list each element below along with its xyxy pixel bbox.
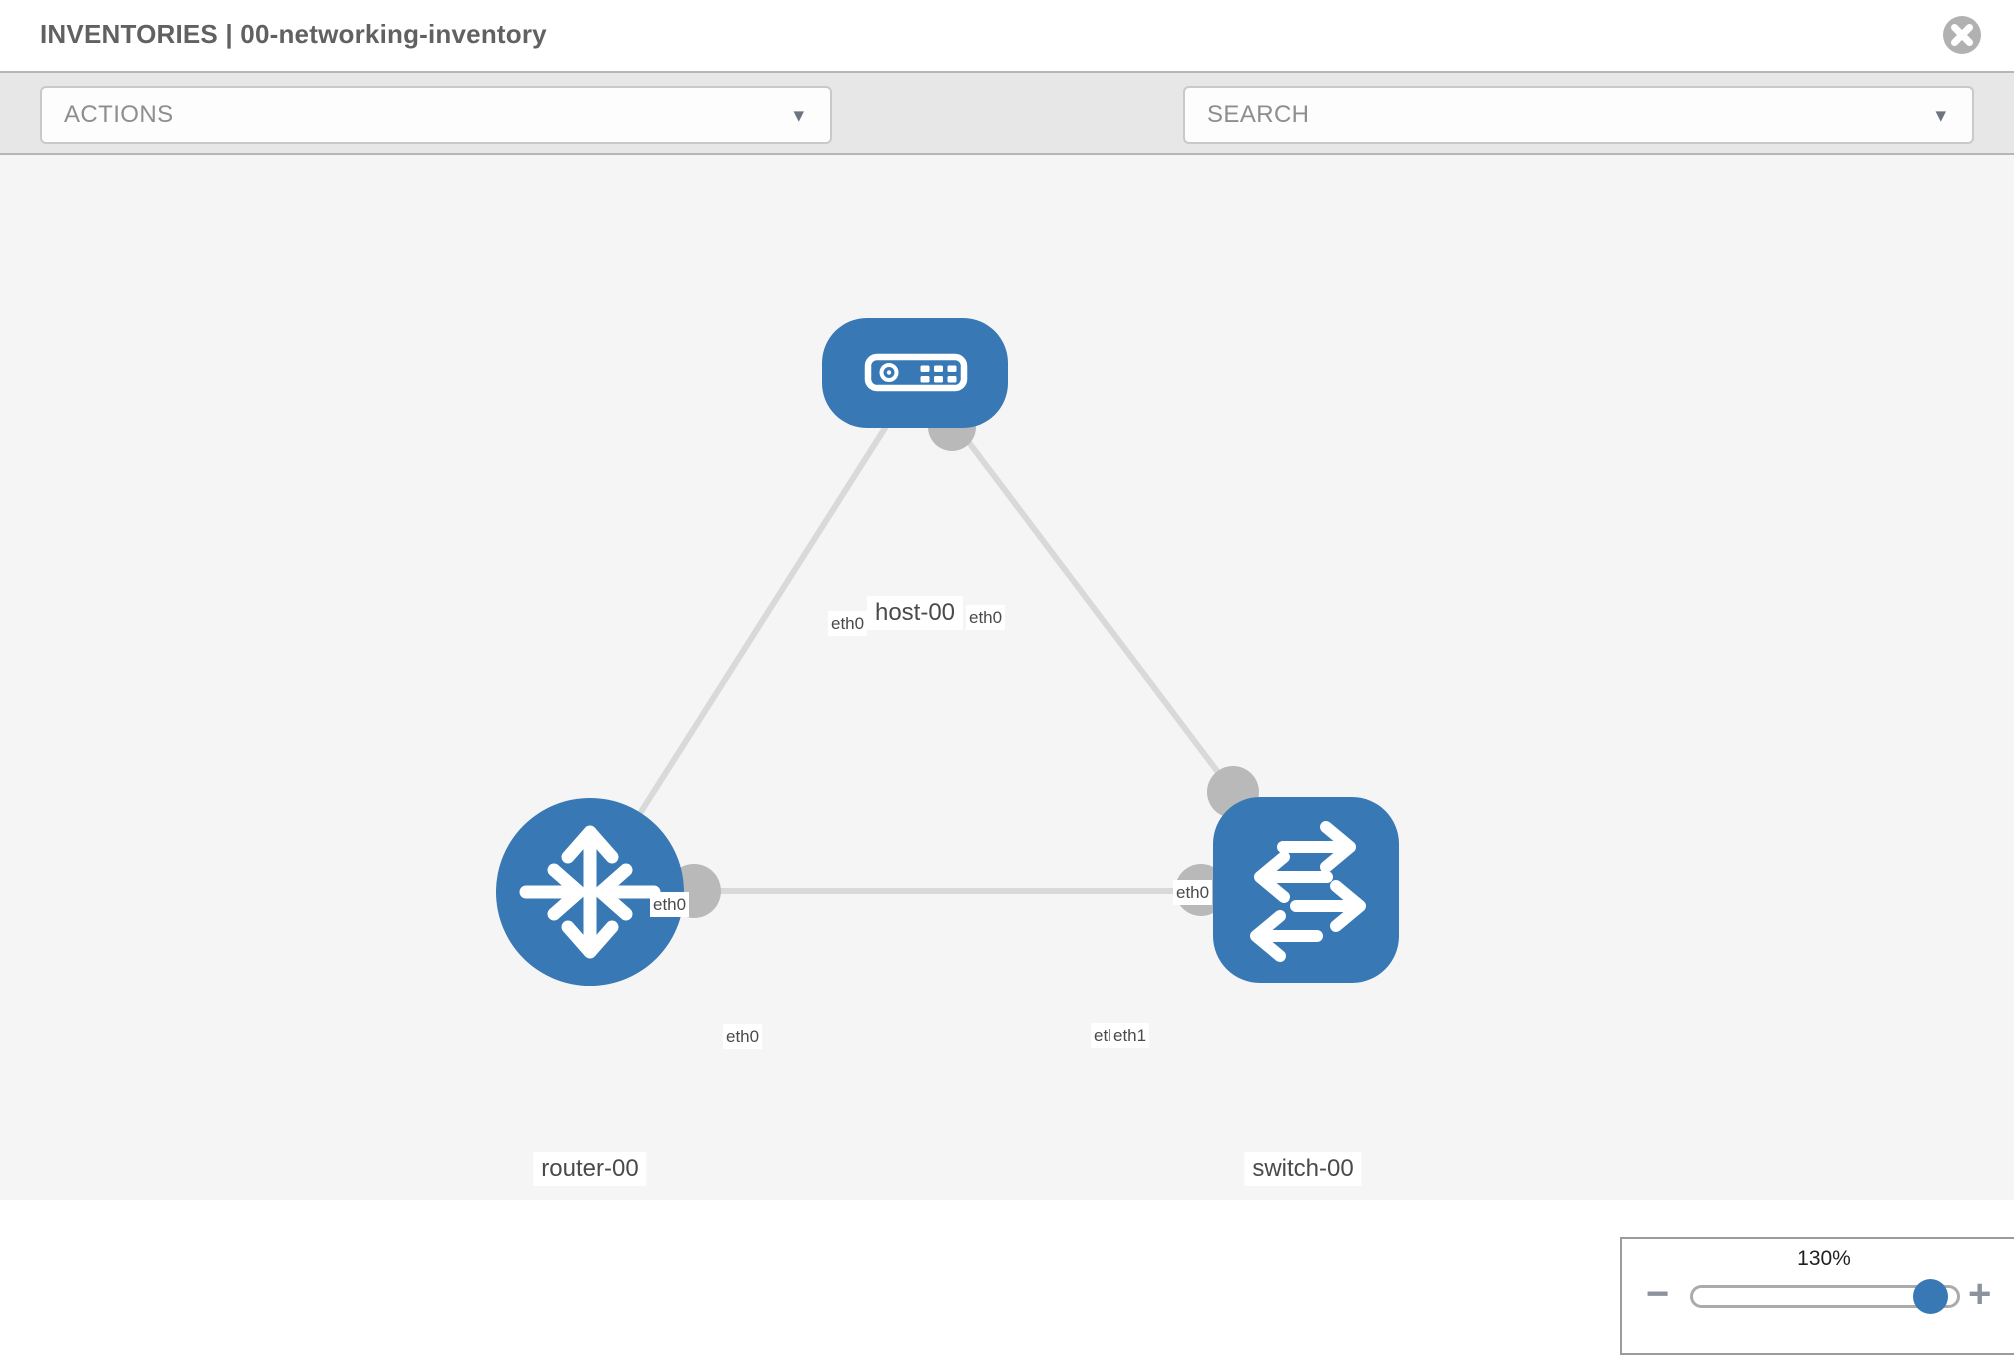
- iface-label-host-right: eth0: [966, 605, 1006, 631]
- iface-label-host-left: eth0: [828, 611, 868, 637]
- server-icon: [864, 353, 968, 392]
- iface-label-switch-top: eth0: [1173, 880, 1213, 906]
- zoom-out-button[interactable]: −: [1646, 1272, 1670, 1316]
- node-label-switch[interactable]: switch-00: [1244, 1152, 1362, 1186]
- toolbar: ACTIONS ▾ SEARCH ▾: [0, 71, 2014, 204]
- node-host[interactable]: [822, 318, 1008, 428]
- node-label-host[interactable]: host-00: [866, 596, 964, 630]
- iface-label-router-right: eth0: [723, 1024, 763, 1050]
- close-icon: [1943, 16, 1981, 54]
- page-title: INVENTORIES | 00-networking-inventory: [40, 19, 547, 49]
- switch-arrows-icon: [1250, 821, 1366, 962]
- iface-label-router-top: eth0: [650, 892, 690, 918]
- zoom-panel: 130% − +: [1620, 1237, 2014, 1355]
- search-select-label: SEARCH: [1207, 101, 1310, 128]
- app-header: INVENTORIES | 00-networking-inventory: [0, 0, 2014, 71]
- zoom-level: 130%: [1797, 1247, 1851, 1270]
- node-switch[interactable]: [1213, 797, 1399, 983]
- actions-select[interactable]: ACTIONS ▾: [40, 86, 832, 144]
- close-button[interactable]: [1941, 14, 1983, 56]
- chevron-down-icon: ▾: [1935, 103, 1946, 127]
- node-router[interactable]: [496, 798, 684, 986]
- node-label-router[interactable]: router-00: [533, 1152, 647, 1186]
- actions-select-label: ACTIONS: [64, 101, 174, 128]
- zoom-in-button[interactable]: +: [1968, 1272, 1992, 1316]
- chevron-down-icon: ▾: [793, 103, 804, 127]
- search-select[interactable]: SEARCH ▾: [1183, 86, 1974, 144]
- edge-host-switch[interactable]: [955, 425, 1257, 823]
- topology-canvas[interactable]: eth0 eth0 eth0 eth0 eth0 eth0 eth1 host-…: [0, 155, 2014, 1355]
- topology-svg: [496, 318, 1399, 986]
- router-arrows-icon: [519, 825, 661, 959]
- zoom-slider-track[interactable]: [1690, 1279, 1960, 1314]
- zoom-slider-thumb[interactable]: [1913, 1279, 1948, 1314]
- iface-label-switch-left: eth1: [1110, 1023, 1150, 1049]
